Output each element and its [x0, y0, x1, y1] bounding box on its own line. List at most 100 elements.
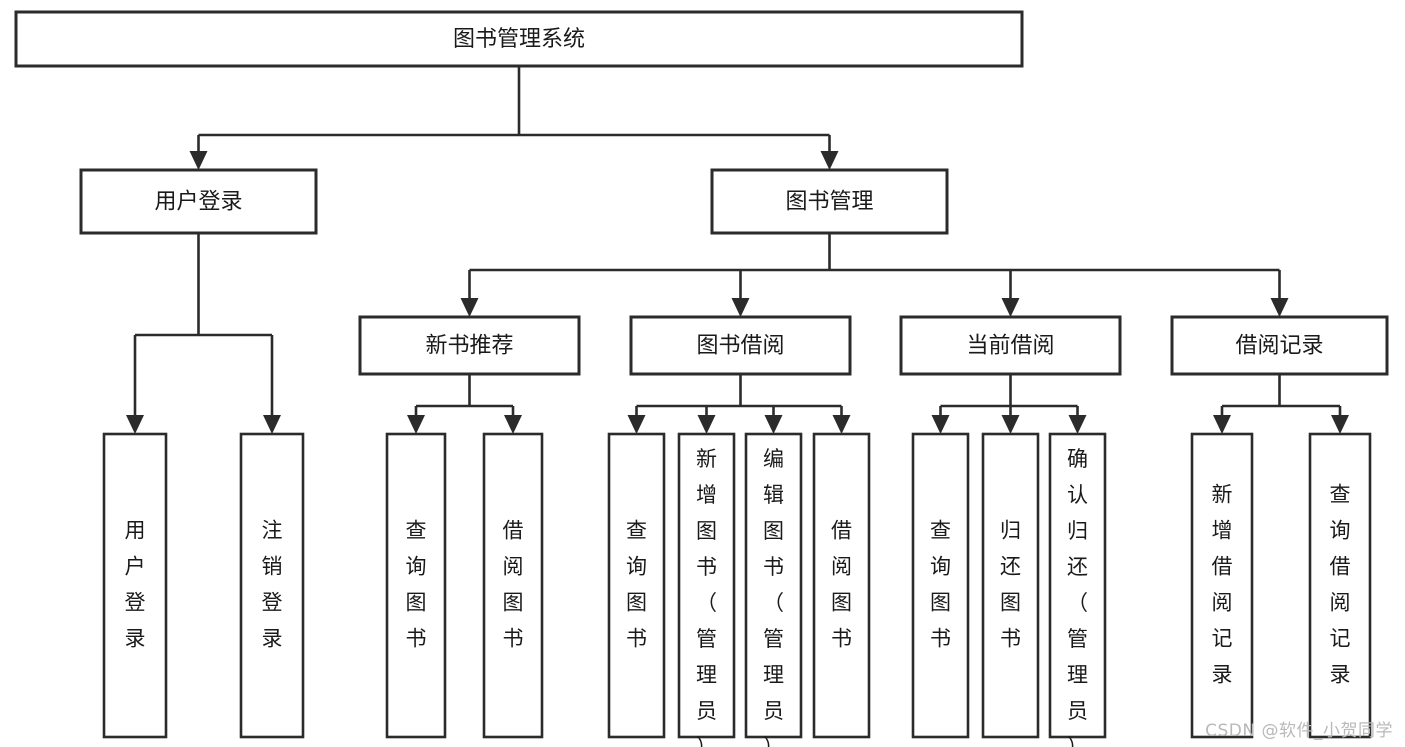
edge-arrowhead: [126, 415, 144, 434]
edge-arrowhead: [263, 415, 281, 434]
node-查询借阅记录-leaf[interactable]: 查询借阅记录: [1308, 432, 1372, 739]
edge-arrow: [126, 335, 144, 434]
edge-arrowhead: [697, 415, 716, 434]
node-图书管理系统-root[interactable]: 图书管理系统: [14, 10, 1024, 68]
edge-arrow: [504, 406, 522, 434]
node-box: [1048, 432, 1107, 739]
node-借阅图书-leaf[interactable]: 借阅图书: [482, 432, 544, 739]
edge-arrow: [1068, 406, 1087, 434]
node-编辑图书管理员-leaf[interactable]: 编辑图书（管理员）: [744, 432, 803, 747]
node-用户登录-leaf[interactable]: 用户登录: [102, 432, 168, 739]
edge-arrow: [263, 335, 281, 434]
node-label: 借阅图书: [503, 519, 524, 651]
edge-arrowhead: [1213, 415, 1231, 434]
node-box: [629, 315, 852, 376]
node-box: [239, 432, 305, 739]
node-label: 查询图书: [626, 519, 647, 651]
edge-arrowhead: [1270, 298, 1289, 317]
node-box: [79, 168, 318, 235]
node-label: 借阅图书: [831, 519, 852, 651]
node-借阅记录-l3[interactable]: 借阅记录: [1170, 315, 1389, 376]
node-label: 查询借阅记录: [1330, 483, 1351, 687]
node-label: 查询图书: [406, 519, 427, 651]
node-box: [1308, 432, 1372, 739]
edge-arrow: [697, 406, 716, 434]
node-确认归还管理员-leaf[interactable]: 确认归还（管理员）: [1048, 432, 1107, 747]
node-box: [899, 315, 1122, 376]
edge-arrow: [764, 406, 783, 434]
node-box: [358, 315, 581, 376]
edge-arrow: [407, 406, 425, 434]
edge-arrow: [627, 406, 646, 434]
edge-arrow: [832, 406, 851, 434]
node-label: 当前借阅: [966, 334, 1054, 359]
node-box: [482, 432, 544, 739]
node-box: [102, 432, 168, 739]
edge-arrow: [931, 406, 950, 434]
node-box: [812, 432, 871, 739]
node-label: 用户登录: [125, 519, 146, 651]
edge-arrow: [820, 135, 839, 170]
edge-arrow: [460, 270, 479, 317]
node-用户登录-l2[interactable]: 用户登录: [79, 168, 318, 235]
node-box: [981, 432, 1040, 739]
edge-arrowhead: [189, 151, 208, 170]
edge-arrowhead: [1331, 415, 1349, 434]
edge-arrowhead: [820, 151, 839, 170]
edge-arrowhead: [931, 415, 950, 434]
node-新书推荐-l3[interactable]: 新书推荐: [358, 315, 581, 376]
node-查询图书-leaf[interactable]: 查询图书: [911, 432, 970, 739]
edge-arrow: [1213, 406, 1231, 434]
edge-arrowhead: [504, 415, 522, 434]
node-label: 查询图书: [930, 519, 951, 651]
node-box: [1170, 315, 1389, 376]
node-label: 注销登录: [262, 519, 283, 651]
node-box: [14, 10, 1024, 68]
edge-arrowhead: [832, 415, 851, 434]
node-注销登录-leaf[interactable]: 注销登录: [239, 432, 305, 739]
node-查询图书-leaf[interactable]: 查询图书: [607, 432, 666, 739]
node-box: [911, 432, 970, 739]
node-label: 图书管理系统: [453, 27, 585, 52]
edge-arrow: [189, 135, 208, 170]
edges-layer: [126, 66, 1349, 434]
edge-arrowhead: [1001, 298, 1020, 317]
edge-arrowhead: [460, 298, 479, 317]
node-新增借阅记录-leaf[interactable]: 新增借阅记录: [1190, 432, 1254, 739]
node-新增图书管理员-leaf[interactable]: 新增图书（管理员）: [677, 432, 736, 747]
node-box: [1190, 432, 1254, 739]
edge-arrowhead: [764, 415, 783, 434]
edge-arrow: [1001, 406, 1020, 434]
node-box: [385, 432, 447, 739]
edge-arrow: [1331, 406, 1349, 434]
edge-arrow: [1001, 270, 1020, 317]
edge-arrowhead: [407, 415, 425, 434]
edge-arrow: [731, 270, 750, 317]
edge-arrowhead: [731, 298, 750, 317]
node-当前借阅-l3[interactable]: 当前借阅: [899, 315, 1122, 376]
node-box: [744, 432, 803, 739]
node-图书管理-l2[interactable]: 图书管理: [710, 168, 949, 235]
node-借阅图书-leaf[interactable]: 借阅图书: [812, 432, 871, 739]
node-归还图书-leaf[interactable]: 归还图书: [981, 432, 1040, 739]
edge-arrowhead: [627, 415, 646, 434]
nodes-layer: 图书管理系统用户登录图书管理新书推荐图书借阅当前借阅借阅记录用户登录注销登录查询…: [14, 10, 1389, 747]
node-label: 确认归还（管理员）: [1067, 447, 1088, 747]
node-label: 图书借阅: [696, 334, 784, 359]
node-图书借阅-l3[interactable]: 图书借阅: [629, 315, 852, 376]
node-label: 新增借阅记录: [1212, 483, 1233, 687]
node-查询图书-leaf[interactable]: 查询图书: [385, 432, 447, 739]
node-label: 新增图书（管理员）: [696, 447, 717, 747]
node-box: [607, 432, 666, 739]
node-label: 用户登录: [154, 190, 242, 215]
node-label: 归还图书: [1000, 519, 1021, 651]
node-label: 新书推荐: [425, 334, 513, 359]
node-box: [710, 168, 949, 235]
edge-arrow: [1270, 270, 1289, 317]
node-label: 编辑图书（管理员）: [763, 447, 784, 747]
node-label: 图书管理: [785, 190, 873, 215]
edge-arrowhead: [1068, 415, 1087, 434]
node-label: 借阅记录: [1235, 334, 1323, 359]
